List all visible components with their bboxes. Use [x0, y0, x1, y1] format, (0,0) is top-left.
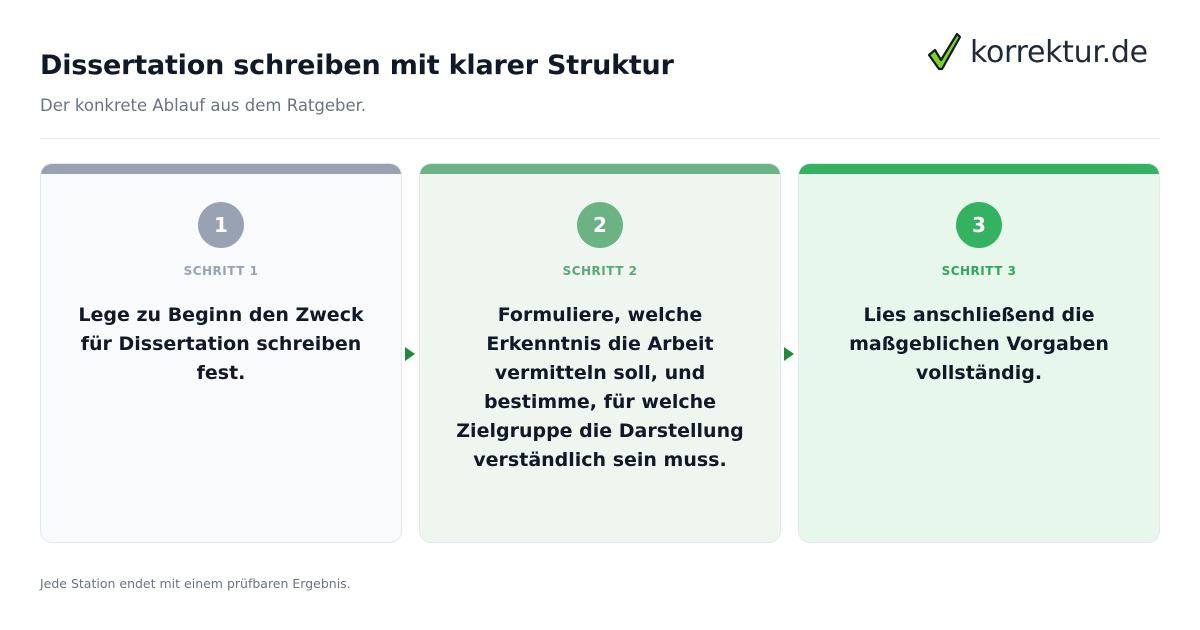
arrow-right-icon — [405, 347, 415, 361]
step-accent-bar — [420, 164, 780, 174]
step-text: Lege zu Beginn den Zweck für Dissertatio… — [78, 304, 364, 384]
step-text: Lies anschließend die maßgeblichen Vorga… — [849, 304, 1109, 384]
brand-logo[interactable]: korrektur.de — [926, 30, 1148, 74]
step-number-badge: 2 — [577, 202, 623, 248]
step-card-3: 3 SCHRITT 3 Lies anschließend die maßgeb… — [798, 163, 1160, 543]
step-text: Formuliere, welche Erkenntnis die Arbeit… — [456, 304, 744, 471]
step-accent-bar — [41, 164, 401, 174]
footer-note: Jede Station endet mit einem prüfbaren E… — [40, 576, 351, 591]
header-divider — [40, 138, 1160, 139]
step-card-2: 2 SCHRITT 2 Formuliere, welche Erkenntni… — [419, 163, 781, 543]
step-number-badge: 1 — [198, 202, 244, 248]
logo-text: korrektur.de — [970, 34, 1148, 70]
arrow-right-icon — [784, 347, 794, 361]
step-accent-bar — [799, 164, 1159, 174]
step-label: SCHRITT 2 — [562, 264, 638, 278]
step-label: SCHRITT 1 — [183, 264, 259, 278]
step-label: SCHRITT 3 — [941, 264, 1017, 278]
page-subtitle: Der konkrete Ablauf aus dem Ratgeber. — [40, 96, 367, 115]
step-card-1: 1 SCHRITT 1 Lege zu Beginn den Zweck für… — [40, 163, 402, 543]
checkmark-icon — [927, 32, 962, 71]
page-title: Dissertation schreiben mit klarer Strukt… — [40, 50, 674, 81]
step-number-badge: 3 — [956, 202, 1002, 248]
